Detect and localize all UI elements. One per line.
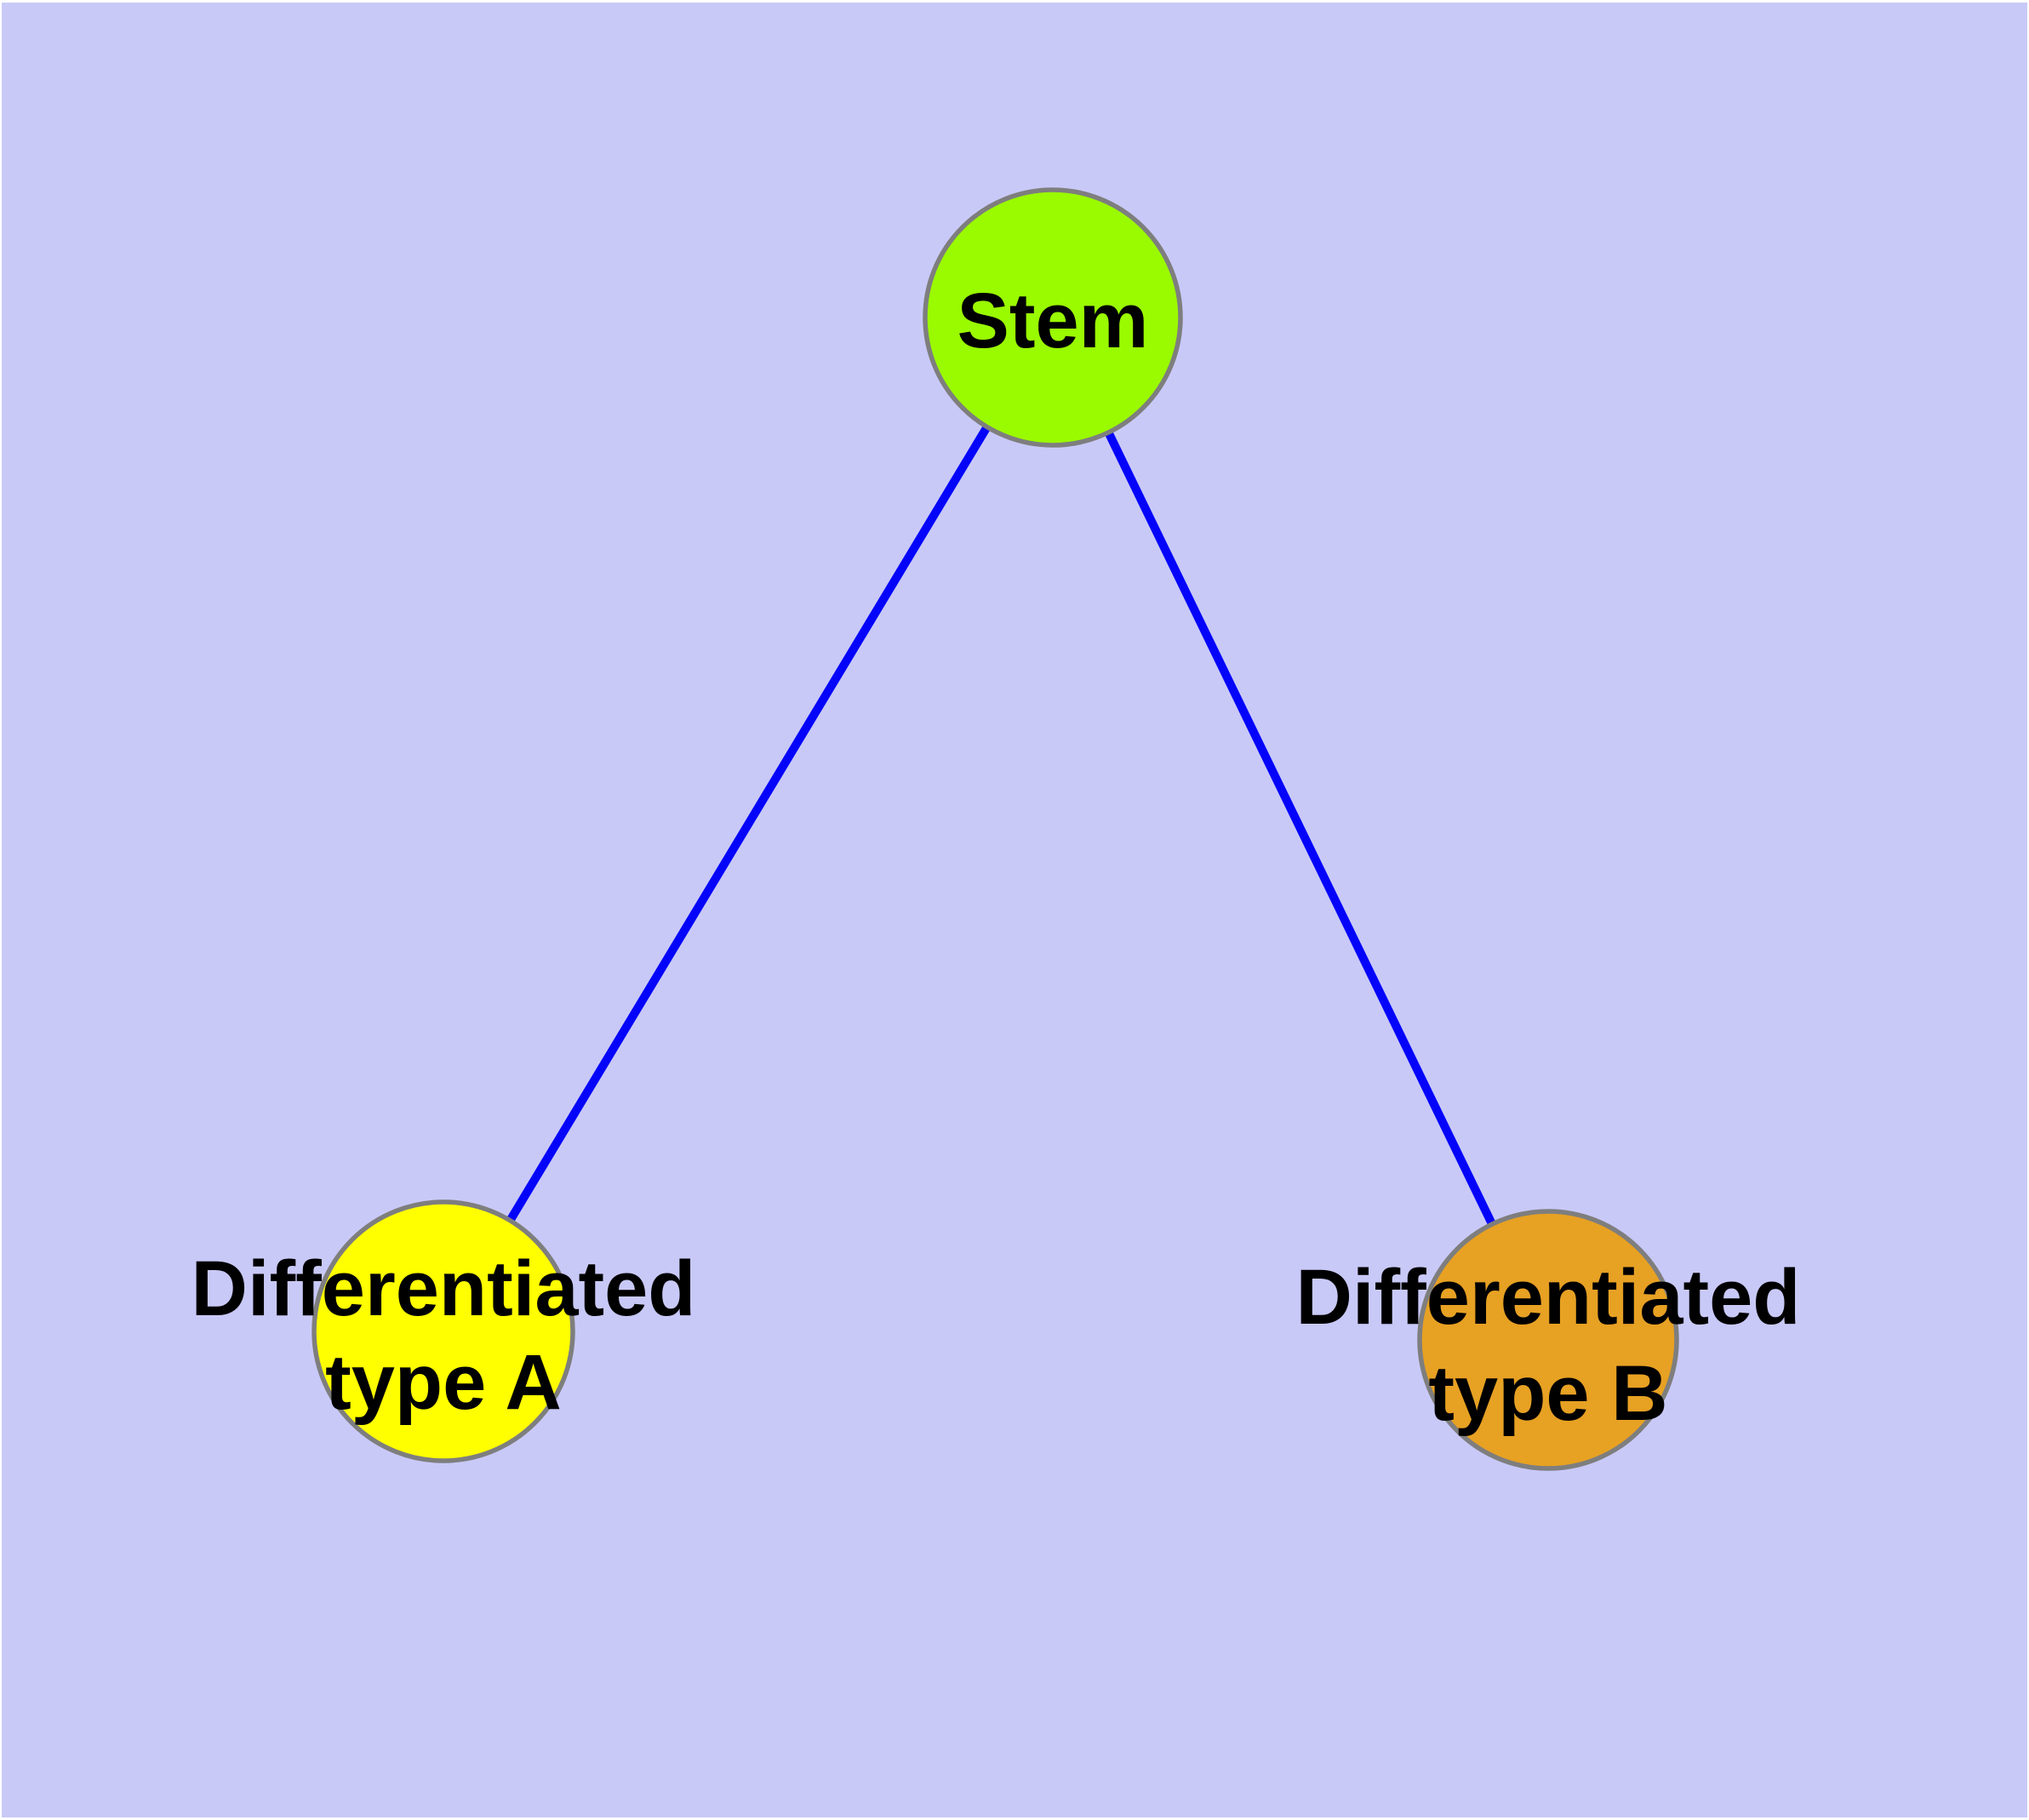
node-stem-label: Stem bbox=[957, 278, 1149, 364]
node-type-a-label-line1: Differentiated bbox=[191, 1245, 696, 1332]
node-differentiated-type-b bbox=[1417, 1209, 1679, 1471]
node-type-b-label-line1: Differentiated bbox=[1296, 1254, 1801, 1341]
node-differentiated-type-a bbox=[311, 1199, 575, 1463]
node-stem bbox=[923, 187, 1183, 448]
edge-stem-to-type-b bbox=[1049, 315, 1552, 1342]
node-type-b-label-line2: type B bbox=[1428, 1350, 1667, 1437]
node-type-a-label-line2: type A bbox=[325, 1339, 562, 1426]
edge-stem-to-type-a bbox=[439, 315, 1057, 1334]
